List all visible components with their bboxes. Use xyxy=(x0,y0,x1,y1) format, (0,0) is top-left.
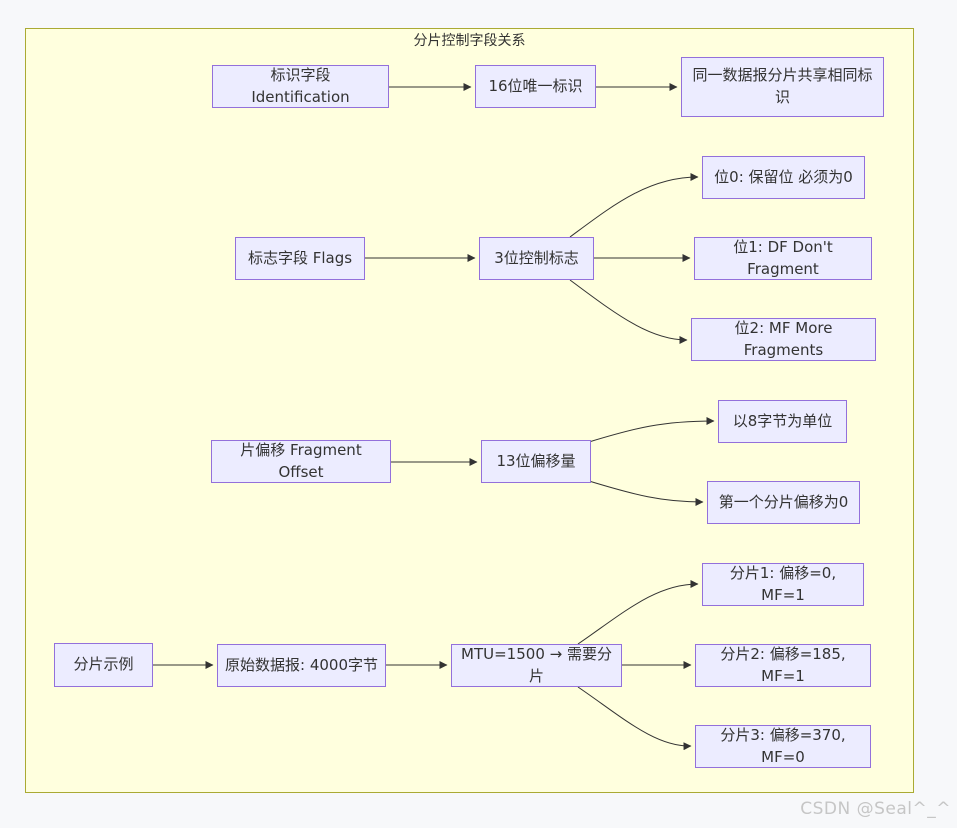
csdn-watermark: CSDN @Seal^_^ xyxy=(800,799,951,819)
node-fragment-offset-field: 片偏移 Fragment Offset xyxy=(211,440,391,483)
node-identification-field: 标识字段 Identification xyxy=(212,65,389,108)
node-8byte-unit: 以8字节为单位 xyxy=(718,400,847,443)
node-flags-field: 标志字段 Flags xyxy=(235,237,365,280)
node-fragment3: 分片3: 偏移=370, MF=0 xyxy=(695,725,871,768)
node-bit2-mf: 位2: MF More Fragments xyxy=(691,318,876,361)
node-fragment2: 分片2: 偏移=185, MF=1 xyxy=(695,644,871,687)
node-16bit-unique-id: 16位唯一标识 xyxy=(475,65,596,108)
node-bit1-df: 位1: DF Don't Fragment xyxy=(694,237,872,280)
node-bit0-reserved: 位0: 保留位 必须为0 xyxy=(702,156,865,199)
diagram-title: 分片控制字段关系 xyxy=(413,33,526,49)
node-first-fragment-offset0: 第一个分片偏移为0 xyxy=(707,481,860,524)
node-fragment1: 分片1: 偏移=0, MF=1 xyxy=(702,563,864,606)
node-13bit-offset: 13位偏移量 xyxy=(481,440,591,483)
node-original-datagram: 原始数据报: 4000字节 xyxy=(217,644,386,687)
node-mtu-needs-fragmentation: MTU=1500 → 需要分片 xyxy=(451,644,622,687)
node-3bit-control-flags: 3位控制标志 xyxy=(479,237,594,280)
node-fragment-example: 分片示例 xyxy=(54,643,153,687)
node-shared-id: 同一数据报分片共享相同标识 xyxy=(681,57,884,117)
